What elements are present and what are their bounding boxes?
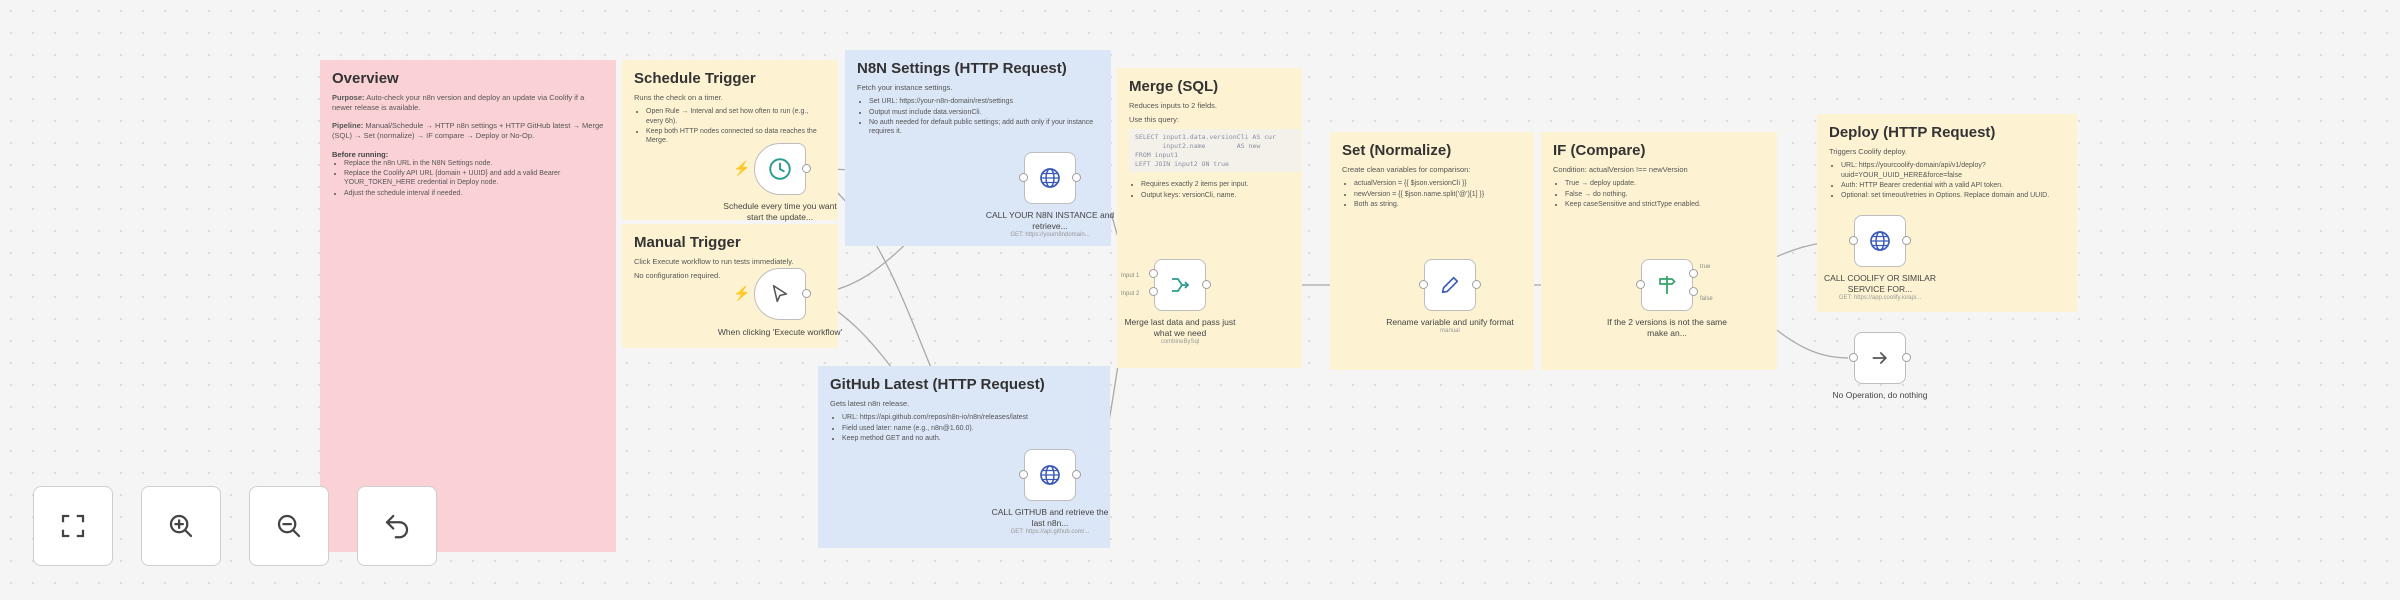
output-port[interactable] bbox=[1472, 280, 1481, 289]
input-port[interactable] bbox=[1419, 280, 1428, 289]
deploy-title: Deploy (HTTP Request) bbox=[1829, 124, 1996, 141]
trigger-bolt-icon: ⚡ bbox=[733, 285, 751, 301]
globe-icon bbox=[1040, 465, 1060, 485]
fit-view-icon bbox=[61, 514, 85, 538]
fit-view-button[interactable] bbox=[33, 486, 113, 566]
zoom-out-icon bbox=[277, 514, 301, 538]
github-title: GitHub Latest (HTTP Request) bbox=[830, 376, 1045, 393]
schedule-title: Schedule Trigger bbox=[634, 70, 756, 87]
node-manual-label: When clicking 'Execute workflow' bbox=[717, 327, 843, 337]
output-port-true[interactable] bbox=[1689, 269, 1698, 278]
node-no-op[interactable] bbox=[1849, 332, 1911, 384]
node-if-compare[interactable] bbox=[1636, 259, 1698, 311]
sticky-note-schedule[interactable]: Schedule Trigger Runs the check on a tim… bbox=[622, 60, 838, 220]
overview-title: Overview bbox=[332, 70, 399, 87]
output-port[interactable] bbox=[802, 164, 811, 173]
node-merge-label: Merge last data and pass just what we ne… bbox=[1124, 317, 1236, 346]
output-port[interactable] bbox=[1202, 280, 1211, 289]
output-port[interactable] bbox=[1072, 470, 1081, 479]
sticky-note-deploy[interactable]: Deploy (HTTP Request) Triggers Coolify d… bbox=[1817, 114, 2077, 312]
globe-icon bbox=[1870, 231, 1890, 251]
cursor-click-icon bbox=[772, 284, 788, 303]
clock-icon bbox=[769, 158, 791, 180]
node-github-label: CALL GITHUB and retrieve the last n8n...… bbox=[991, 507, 1109, 536]
overview-purpose: Auto-check your n8n version and deploy a… bbox=[332, 93, 585, 113]
globe-icon bbox=[1040, 168, 1060, 188]
overview-before-list: Replace the n8n URL in the N8N Settings … bbox=[332, 159, 604, 199]
overview-pipeline: Manual/Schedule → HTTP n8n settings + HT… bbox=[332, 121, 604, 141]
node-n8n-settings-http[interactable] bbox=[1019, 152, 1081, 204]
if-true-label: true bbox=[1700, 264, 1711, 270]
zoom-in-icon bbox=[169, 514, 193, 538]
node-if-label: If the 2 versions is not the same make a… bbox=[1606, 317, 1727, 339]
node-set-normalize[interactable] bbox=[1419, 259, 1481, 311]
merge-sql-code: SELECT input1.data.versionCli AS cur inp… bbox=[1129, 129, 1301, 173]
sticky-note-overview[interactable]: Overview Purpose: Auto-check your n8n ve… bbox=[320, 60, 616, 552]
zoom-out-button[interactable] bbox=[249, 486, 329, 566]
input-port-2[interactable] bbox=[1149, 287, 1158, 296]
overview-before-label: Before running: bbox=[332, 149, 389, 159]
sticky-note-if[interactable]: IF (Compare) Condition: actualVersion !=… bbox=[1541, 132, 1777, 370]
output-port[interactable] bbox=[802, 289, 811, 298]
node-schedule-label: Schedule every time you want start the u… bbox=[723, 201, 837, 223]
merge-title: Merge (SQL) bbox=[1129, 78, 1219, 95]
signpost-icon bbox=[1659, 276, 1676, 294]
n8n-settings-title: N8N Settings (HTTP Request) bbox=[857, 60, 1067, 77]
node-schedule-trigger[interactable]: ⚡ bbox=[733, 143, 811, 195]
sticky-note-n8n-settings[interactable]: N8N Settings (HTTP Request) Fetch your i… bbox=[845, 50, 1111, 246]
output-port-false[interactable] bbox=[1689, 287, 1698, 296]
arrow-right-icon bbox=[1872, 352, 1887, 364]
input-port[interactable] bbox=[1019, 470, 1028, 479]
node-manual-trigger[interactable]: ⚡ bbox=[733, 268, 811, 320]
input-port-1[interactable] bbox=[1149, 269, 1158, 278]
node-n8n-label: CALL YOUR N8N INSTANCE and retrieve... G… bbox=[985, 210, 1115, 239]
node-github-http[interactable] bbox=[1019, 449, 1081, 501]
node-deploy-label: CALL COOLIFY OR SIMILAR SERVICE FOR... G… bbox=[1824, 273, 1936, 302]
reset-zoom-button[interactable] bbox=[357, 486, 437, 566]
input-port[interactable] bbox=[1849, 353, 1858, 362]
output-port[interactable] bbox=[1902, 236, 1911, 245]
node-merge-sql[interactable] bbox=[1149, 259, 1211, 311]
zoom-in-button[interactable] bbox=[141, 486, 221, 566]
merge-input1-label: Input 1 bbox=[1121, 273, 1140, 279]
node-noop-label: No Operation, do nothing bbox=[1832, 390, 1928, 400]
manual-title: Manual Trigger bbox=[634, 234, 741, 251]
sticky-note-merge[interactable]: Merge (SQL) Reduces inputs to 2 fields. … bbox=[1117, 68, 1302, 368]
if-title: IF (Compare) bbox=[1553, 142, 1646, 159]
merge-icon bbox=[1172, 278, 1190, 292]
merge-input2-label: Input 2 bbox=[1121, 291, 1140, 297]
output-port[interactable] bbox=[1902, 353, 1911, 362]
undo-icon bbox=[385, 514, 409, 539]
input-port[interactable] bbox=[1636, 280, 1645, 289]
pencil-icon bbox=[1441, 276, 1459, 294]
input-port[interactable] bbox=[1849, 236, 1858, 245]
node-set-label: Rename variable and unify format manual bbox=[1386, 317, 1514, 335]
set-title: Set (Normalize) bbox=[1342, 142, 1452, 159]
trigger-bolt-icon: ⚡ bbox=[733, 160, 751, 176]
if-false-label: false bbox=[1700, 296, 1713, 302]
node-deploy-http[interactable] bbox=[1849, 215, 1911, 267]
sticky-note-set[interactable]: Set (Normalize) Create clean variables f… bbox=[1330, 132, 1534, 370]
input-port[interactable] bbox=[1019, 173, 1028, 182]
output-port[interactable] bbox=[1072, 173, 1081, 182]
